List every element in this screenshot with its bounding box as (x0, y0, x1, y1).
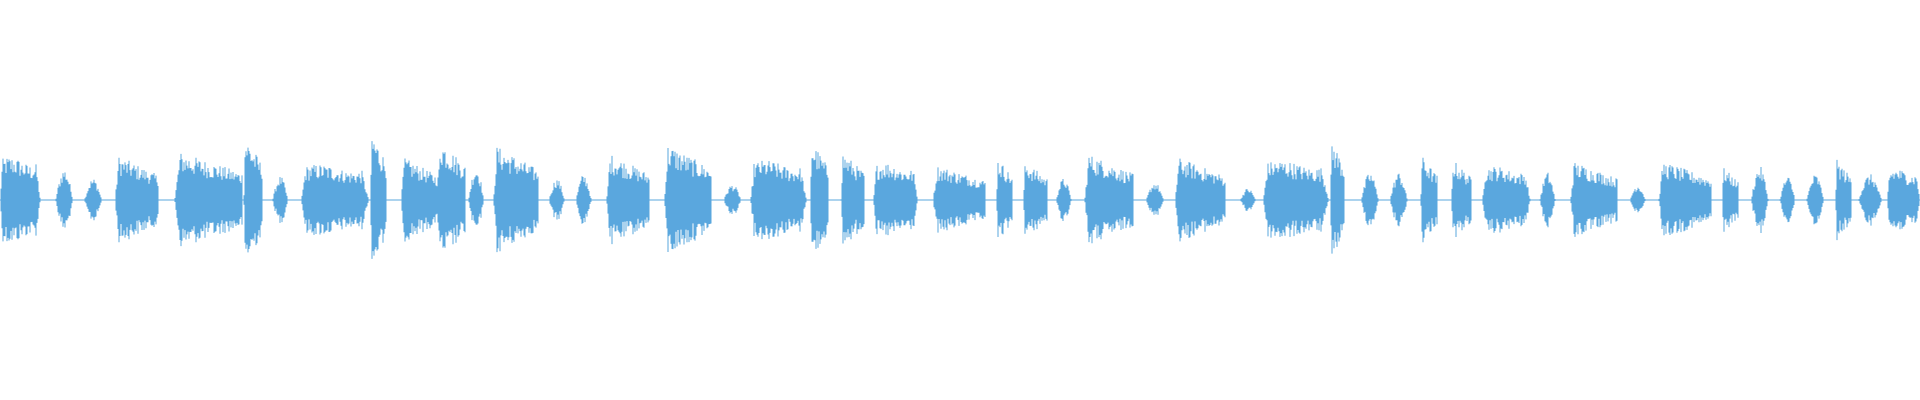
waveform-segment (996, 163, 1013, 237)
waveform-segment (493, 147, 539, 253)
waveform-segment (1779, 177, 1796, 223)
waveform-segment (1658, 164, 1712, 236)
waveform-segment (401, 158, 439, 242)
waveform-segment (1835, 159, 1852, 241)
waveform-segment (750, 160, 807, 240)
waveform-segment (606, 155, 650, 245)
waveform-segment (873, 164, 918, 236)
waveform-segment (840, 156, 865, 244)
waveform-segment (664, 148, 712, 252)
waveform-segment (370, 141, 387, 259)
waveform-segment (1806, 175, 1824, 225)
waveform-segment (1451, 163, 1472, 237)
waveform-segment (1887, 170, 1920, 230)
waveform-segment (576, 176, 592, 224)
waveform-segment (1240, 189, 1256, 211)
waveform-segment (724, 186, 741, 214)
waveform-segment (1084, 156, 1134, 244)
waveform-segment (1570, 163, 1618, 237)
waveform-segment (55, 172, 73, 228)
waveform-segment (1482, 167, 1531, 233)
waveform-segment (115, 157, 159, 243)
waveform-segment (1858, 174, 1882, 226)
waveform-segment (933, 167, 986, 233)
waveform-segment (1330, 146, 1345, 254)
waveform-segment (84, 179, 102, 221)
waveform-segment (1722, 168, 1739, 232)
waveform-segment (1175, 158, 1226, 242)
waveform-segment (1263, 162, 1329, 238)
waveform-segment (1539, 172, 1556, 228)
waveform-segment (1390, 173, 1408, 227)
waveform-segment (1751, 167, 1769, 233)
waveform-segment (0, 158, 41, 242)
waveform-segment (301, 165, 369, 235)
waveform-segment (1023, 166, 1048, 234)
waveform-segment (272, 177, 288, 223)
waveform-segments (0, 141, 1920, 259)
waveform-segment (1361, 174, 1379, 226)
waveform-segment (1056, 179, 1072, 221)
waveform-segment (1630, 187, 1646, 213)
waveform-segment (549, 180, 565, 220)
waveform-segment (1420, 157, 1438, 243)
waveform-segment (174, 153, 243, 247)
waveform-segment (810, 151, 829, 249)
waveform-segment (437, 152, 466, 248)
waveform-segment (1146, 185, 1164, 215)
waveform-segment (243, 147, 263, 253)
waveform-segment (468, 175, 484, 225)
